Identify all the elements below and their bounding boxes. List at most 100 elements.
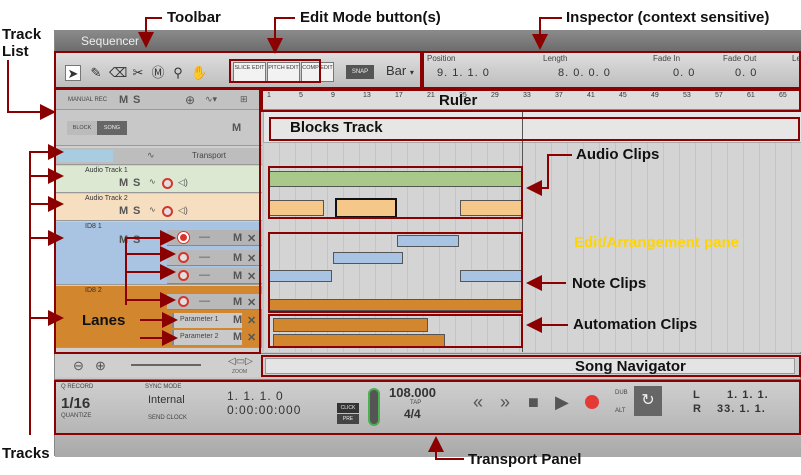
quantize-select[interactable]: 1/16 — [61, 395, 91, 412]
select-tool-icon[interactable]: ➤ — [65, 65, 81, 81]
song-navigator-highlight — [261, 355, 801, 377]
alt-button[interactable]: ALT — [615, 408, 626, 414]
audio-track-2-monitor-icon[interactable]: ◁) — [178, 205, 188, 215]
track-list-arrow — [7, 60, 56, 120]
track-height-slider[interactable] — [131, 364, 201, 366]
hand-tool-icon[interactable]: ✋ — [191, 65, 208, 80]
edit-mode-highlight — [229, 59, 321, 83]
id8-1-lane-3-mute[interactable]: M — [233, 270, 243, 282]
audio-track-1-automation-icon[interactable]: ∿ — [149, 177, 156, 186]
magnify-tool-icon[interactable]: ⚲ — [173, 65, 183, 80]
chevron-down-icon: ▾ — [409, 68, 414, 77]
automation-icon[interactable]: ∿▾ — [205, 94, 218, 104]
id8-1-mute[interactable]: M — [119, 234, 129, 246]
track-list-menu-icon[interactable]: ⊞ — [240, 94, 248, 104]
id8-1-lane-2-mute[interactable]: M — [233, 252, 243, 264]
blocks-track-area[interactable] — [263, 111, 801, 143]
stop-button[interactable]: ■ — [528, 392, 539, 412]
id8-1-lane-3-record[interactable] — [178, 270, 189, 281]
id8-2-lane-1-mute[interactable]: M — [233, 296, 243, 308]
manual-rec-label[interactable]: MANUAL REC — [68, 97, 108, 103]
audio-track-2-header[interactable]: Audio Track 2 M S ∿ ◁) — [55, 194, 262, 221]
master-solo-button[interactable]: S — [133, 94, 141, 106]
note-clip-2[interactable] — [333, 252, 403, 264]
sync-mode-select[interactable]: Internal — [148, 394, 185, 406]
inspector-length-value[interactable]: 8. 0. 0. 0 — [558, 67, 611, 79]
audio-track-2-automation-icon[interactable]: ∿ — [149, 205, 156, 214]
audio-track-2-solo[interactable]: S — [133, 205, 141, 217]
audio-track-1-record-button[interactable] — [162, 178, 173, 189]
id8-1-lane-1-delete[interactable]: ✕ — [247, 233, 257, 245]
id8-1-lane-1-mute[interactable]: M — [233, 232, 243, 244]
id8-1-lane-2-delete[interactable]: ✕ — [247, 253, 257, 265]
zoom-out-icon[interactable]: ⊖ — [73, 358, 84, 373]
id8-1-lane-2[interactable]: — M ✕ — [167, 250, 262, 266]
parameter-1-delete[interactable]: ✕ — [247, 315, 257, 327]
edit-pane-callout: Edit/Arrangement pane — [574, 234, 740, 251]
send-clock-button[interactable]: SEND CLOCK — [148, 415, 188, 421]
id8-1-lane-3[interactable]: — M ✕ — [167, 268, 262, 284]
add-track-icon[interactable]: ⊕ — [185, 93, 196, 107]
record-button[interactable] — [585, 395, 599, 409]
block-button[interactable]: BLOCK — [67, 121, 97, 135]
position-bars-display[interactable]: 1. 1. 1. 0 — [227, 389, 284, 403]
fast-forward-button[interactable]: » — [500, 392, 511, 412]
id8-2-lane-1[interactable]: — M ✕ — [167, 294, 262, 310]
id8-1-name: ID8 1 — [85, 223, 102, 230]
click-button[interactable]: CLICK — [337, 403, 359, 413]
inspector-fade-out-value[interactable]: 0. 0 — [735, 67, 758, 79]
position-time-display[interactable]: 0:00:00:000 — [227, 403, 302, 417]
tap-button[interactable]: TAP — [410, 400, 422, 406]
snap-button[interactable]: SNAP — [346, 65, 374, 79]
tempo-display[interactable]: 108.000 — [389, 385, 436, 400]
id8-1-lane-1-record[interactable] — [178, 232, 189, 243]
left-locator-value[interactable]: 1. 1. 1. — [727, 389, 769, 401]
parameter-2-mute[interactable]: M — [233, 331, 243, 343]
zoom-arrows-icon[interactable]: ◁▭▷ — [228, 356, 253, 367]
ruler-callout: Ruler — [439, 92, 478, 109]
automation-clip-1[interactable] — [273, 318, 428, 332]
id8-1-lane-3-delete[interactable]: ✕ — [247, 271, 257, 283]
zoom-in-icon[interactable]: ⊕ — [95, 358, 106, 373]
audio-track-2-mute[interactable]: M — [119, 205, 129, 217]
song-button[interactable]: SONG — [97, 121, 127, 135]
audio-track-1-monitor-icon[interactable]: ◁) — [178, 177, 188, 187]
id8-1-lane-1[interactable]: — M ✕ — [167, 230, 262, 246]
razor-tool-icon[interactable]: ✂ — [132, 65, 144, 80]
loop-icon[interactable]: ↻ — [634, 386, 662, 416]
note-clip-1[interactable] — [397, 235, 459, 247]
mute-tool-icon[interactable]: Ⓜ — [151, 65, 165, 80]
parameter-2-delete[interactable]: ✕ — [247, 332, 257, 344]
ruler-tick: 37 — [555, 92, 563, 99]
note-clips-highlight — [268, 232, 523, 313]
id8-2-lane-1-dash: — — [199, 295, 210, 307]
master-mute-button[interactable]: M — [119, 94, 129, 106]
inspector-position-value[interactable]: 9. 1. 1. 0 — [437, 67, 490, 79]
transport-automation-icon[interactable]: ∿ — [147, 150, 155, 160]
audio-track-1-solo[interactable]: S — [133, 177, 141, 189]
inspector-fade-in-value[interactable]: 0. 0 — [673, 67, 696, 79]
id8-1-lane-2-record[interactable] — [178, 252, 189, 263]
eraser-tool-icon[interactable]: ⌫ — [109, 65, 128, 80]
audio-track-1-header[interactable]: Audio Track 1 M S ∿ ◁) — [55, 166, 262, 193]
right-locator-value[interactable]: 33. 1. 1. — [717, 403, 766, 415]
rewind-button[interactable]: « — [473, 392, 484, 412]
playhead[interactable] — [522, 111, 523, 352]
snap-value-select[interactable]: Bar ▾ — [386, 63, 414, 78]
play-button[interactable]: ▶ — [555, 392, 569, 412]
pencil-tool-icon[interactable]: ✎ — [90, 65, 102, 80]
click-level-meter[interactable] — [368, 388, 380, 426]
song-navigator[interactable] — [265, 358, 795, 374]
right-locator-label: R — [693, 403, 701, 415]
ruler-tick: 9 — [331, 92, 335, 99]
ruler[interactable]: 1 5 9 13 17 21 25 29 33 37 41 45 49 53 5… — [263, 90, 801, 110]
blocks-mute-button[interactable]: M — [232, 122, 242, 134]
id8-2-lane-1-record[interactable] — [178, 296, 189, 307]
parameter-1-mute[interactable]: M — [233, 314, 243, 326]
audio-track-2-record-button[interactable] — [162, 206, 173, 217]
id8-2-lane-1-delete[interactable]: ✕ — [247, 297, 257, 309]
time-signature-display[interactable]: 4/4 — [404, 407, 421, 421]
audio-track-1-mute[interactable]: M — [119, 177, 129, 189]
pre-button[interactable]: PRE — [337, 414, 359, 424]
dub-button[interactable]: DUB — [615, 390, 628, 396]
